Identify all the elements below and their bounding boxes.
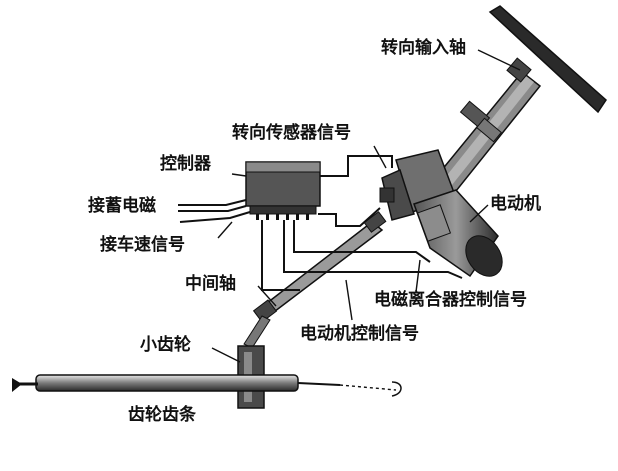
steering-wheel (488, 5, 607, 114)
leader-lines (211, 49, 521, 363)
label-pinion: 小齿轮 (140, 335, 191, 355)
intermediate-shaft-drawing (243, 211, 387, 349)
label-intermediate-shaft: 中间轴 (185, 274, 236, 294)
label-battery-connection: 接蓄电磁 (88, 196, 156, 216)
label-motor-control-signal: 电动机控制信号 (300, 324, 419, 344)
label-speed-signal-connection: 接车速信号 (100, 235, 185, 255)
label-steering-input-shaft: 转向输入轴 (381, 38, 466, 58)
label-electric-motor: 电动机 (490, 194, 541, 214)
label-controller: 控制器 (160, 154, 211, 174)
label-clutch-control-signal: 电磁离合器控制信号 (374, 290, 527, 310)
electric-motor (413, 189, 503, 278)
controller-box (245, 161, 321, 220)
rack-drawing (12, 374, 402, 397)
label-rack: 齿轮齿条 (128, 405, 196, 425)
label-steering-sensor-signal: 转向传感器信号 (232, 123, 351, 143)
